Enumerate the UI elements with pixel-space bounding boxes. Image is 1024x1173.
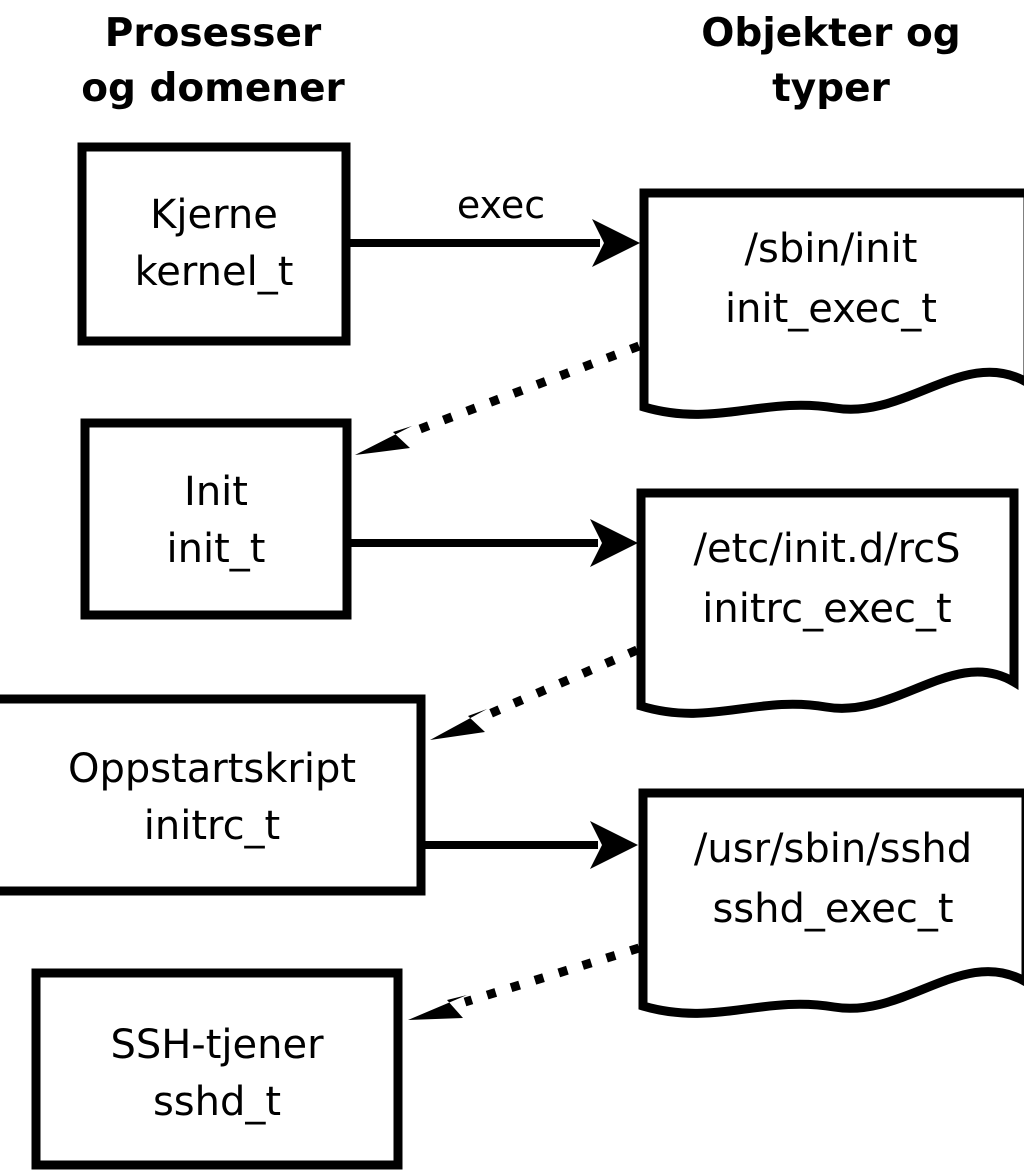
column-header-right: Objekter og typer [701, 11, 960, 111]
node-sshd-exec-document[interactable] [638, 788, 1024, 1018]
node-sshd-line1: SSH-tjener [110, 1022, 324, 1068]
node-init[interactable]: Init init_t [80, 418, 352, 620]
node-initrc-box[interactable] [0, 694, 426, 896]
node-initrc-exec-document[interactable] [636, 488, 1019, 718]
node-init-exec-line1: /sbin/init [745, 226, 918, 272]
edge-line-sshd-transition [463, 943, 641, 1007]
node-kernel-box[interactable] [77, 142, 351, 346]
node-sshd-exec-line2: sshd_exec_t [712, 886, 953, 932]
node-kernel-line1: Kjerne [150, 192, 278, 238]
edge-line-init-transition [410, 341, 641, 437]
node-init-exec-document[interactable] [639, 188, 1024, 419]
arrowhead-initrc-exec-sshd [590, 821, 638, 869]
column-header-right-line2: typer [772, 66, 890, 111]
edge-sshd-exec-to-sshd [408, 943, 641, 1020]
column-header-left-line2: og domener [81, 66, 345, 111]
edge-init-exec-to-init [355, 341, 641, 455]
arrowhead-init-exec-rcs [590, 519, 638, 567]
node-kernel[interactable]: Kjerne kernel_t [77, 142, 351, 346]
column-header-left-line1: Prosesser [105, 11, 322, 56]
arrowhead-init-transition [355, 426, 412, 455]
node-init-box[interactable] [80, 418, 352, 620]
arrowhead-sshd-transition [408, 995, 467, 1020]
node-initrc[interactable]: Oppstartskript initrc_t [0, 694, 426, 896]
column-header-left: Prosesser og domener [81, 11, 345, 111]
node-sshd-line2: sshd_t [153, 1079, 281, 1125]
edge-initrc-exec-sshd [425, 821, 638, 869]
edge-kernel-exec-init-exec: exec [350, 183, 640, 267]
edge-init-exec-rcs [350, 519, 638, 567]
edge-rcs-exec-to-initrc [430, 645, 639, 740]
edge-line-initrc-transition [485, 645, 639, 720]
node-initrc-line1: Oppstartskript [68, 746, 356, 792]
node-sshd[interactable]: SSH-tjener sshd_t [31, 968, 403, 1170]
node-init-line1: Init [184, 469, 248, 515]
node-sshd-box[interactable] [31, 968, 403, 1170]
column-header-right-line1: Objekter og [701, 11, 960, 56]
node-initrc-line2: initrc_t [144, 803, 281, 849]
node-initrc-exec-line2: initrc_exec_t [702, 586, 951, 632]
node-init-exec-line2: init_exec_t [725, 286, 937, 332]
node-init-line2: init_t [167, 526, 266, 572]
node-sshd-exec-line1: /usr/sbin/sshd [694, 826, 972, 872]
arrowhead-kernel-exec [592, 219, 640, 267]
node-initrc-exec-line1: /etc/init.d/rcS [693, 526, 960, 572]
edge-label-exec: exec [457, 183, 545, 227]
node-sshd-exec[interactable]: /usr/sbin/sshd sshd_exec_t [638, 788, 1024, 1018]
node-kernel-line2: kernel_t [135, 249, 294, 295]
node-initrc-exec[interactable]: /etc/init.d/rcS initrc_exec_t [636, 488, 1019, 718]
node-init-exec[interactable]: /sbin/init init_exec_t [639, 188, 1024, 419]
arrowhead-initrc-transition [430, 709, 487, 740]
